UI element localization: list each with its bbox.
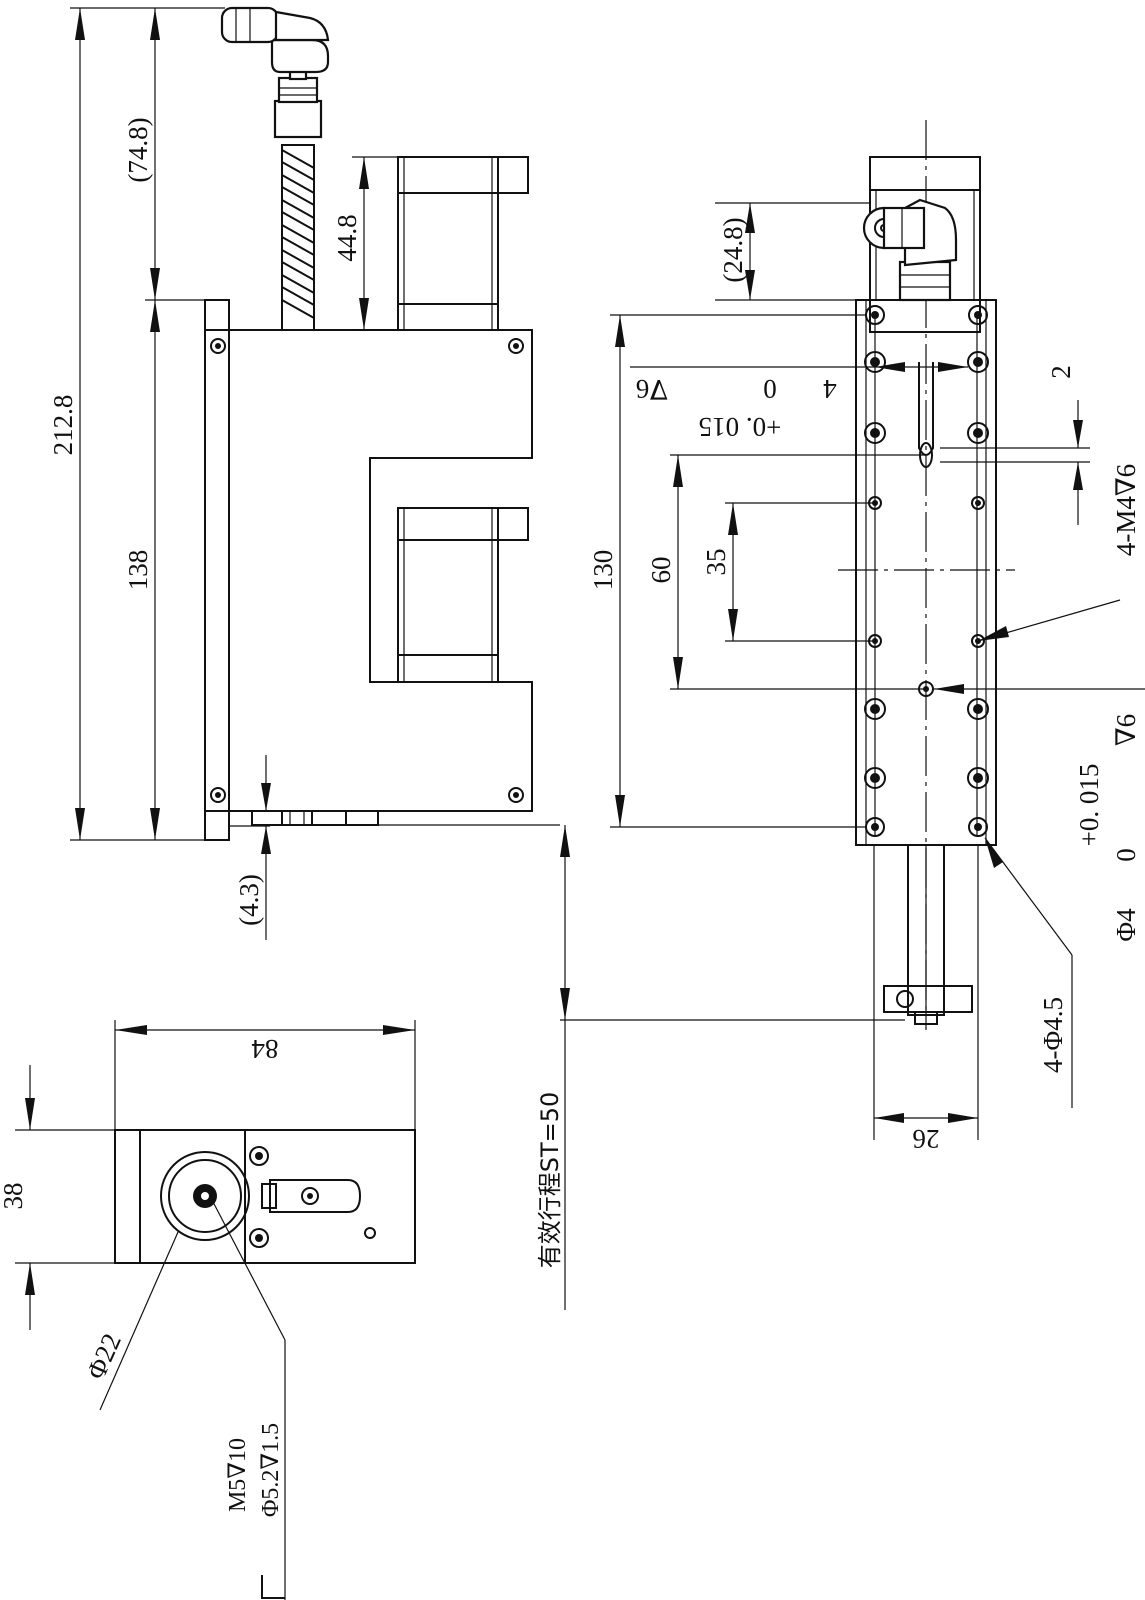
tapped-holes: 4-M4∇6 — [1111, 464, 1141, 556]
dim-44-8: 44.8 — [332, 214, 362, 261]
dim-slot-2: 2 — [1046, 365, 1076, 379]
side-view — [70, 6, 905, 1310]
tol-bottom-1: Φ4 — [1111, 908, 1141, 942]
dim-bore: Φ22 — [81, 1329, 127, 1384]
tol-top-depth: ∇6 — [636, 374, 668, 404]
top-holes — [864, 305, 989, 837]
upper-guide-block — [397, 156, 529, 331]
top-rod — [883, 844, 973, 1025]
dim-60: 60 — [646, 557, 676, 584]
end-view — [15, 1020, 416, 1600]
dim-130: 130 — [588, 550, 618, 591]
air-hose — [281, 144, 315, 331]
through-holes: 4-Φ4.5 — [1038, 997, 1068, 1073]
dim-74-8: (74.8) — [123, 117, 153, 182]
dim-38: 38 — [0, 1183, 28, 1210]
bore-circle — [160, 1151, 250, 1241]
dim-138: 138 — [123, 550, 153, 591]
side-bottom-nut — [251, 810, 379, 826]
tol-top-3: +0. 015 — [699, 412, 782, 442]
tol-top-2: 0 — [763, 374, 777, 404]
top-fitting — [862, 198, 958, 302]
thread-note-1: M5∇10 — [225, 1438, 251, 1512]
dim-212-8: 212.8 — [48, 395, 78, 456]
tol-bottom-3: +0. 015 — [1074, 764, 1104, 847]
dim-84: 84 — [251, 1034, 279, 1064]
side-screws — [210, 338, 524, 803]
top-view — [610, 120, 1145, 1140]
dim-4-3: (4.3) — [234, 874, 264, 926]
dim-24-8: (24.8) — [718, 217, 748, 282]
side-body-outline — [204, 329, 533, 812]
stroke-label: 有效行程ST=50 — [536, 1092, 564, 1269]
dim-26: 26 — [913, 1124, 940, 1154]
lower-guide-block — [397, 507, 529, 683]
dim-35: 35 — [701, 549, 731, 576]
side-fitting — [220, 6, 330, 139]
dimension-labels: 212.8 (74.8) 138 44.8 (4.3) 84 38 Φ22 M5… — [0, 117, 1141, 1517]
tol-bottom-depth: ∇6 — [1111, 714, 1141, 746]
tol-top-1: 4 — [823, 374, 837, 404]
end-view-body — [114, 1129, 416, 1264]
thread-note-2: Φ5.2∇1.5 — [258, 1423, 284, 1517]
tol-bottom-2: 0 — [1111, 848, 1141, 862]
side-end-plate — [204, 299, 230, 841]
